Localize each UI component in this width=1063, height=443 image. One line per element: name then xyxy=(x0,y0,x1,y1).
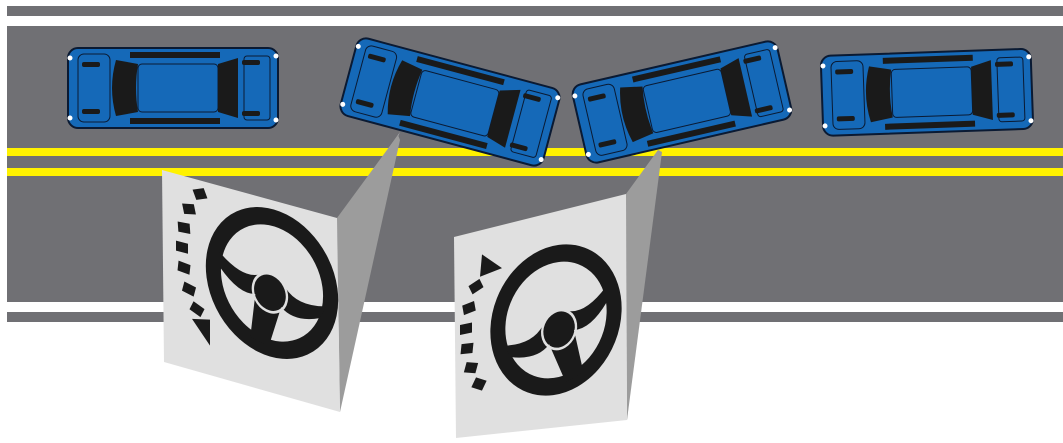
rotate-counter-clockwise-arrow-icon xyxy=(460,254,502,391)
rotate-clockwise-arrow-icon xyxy=(176,188,210,346)
car-4 xyxy=(819,47,1035,137)
panel-2-face xyxy=(454,194,627,438)
road-top-edge-stripe xyxy=(7,6,1063,16)
panel-1-side xyxy=(337,135,400,412)
car-1 xyxy=(66,47,280,129)
steering-panel-1 xyxy=(162,135,400,412)
center-line-lower xyxy=(7,168,1063,176)
steering-panel-2 xyxy=(454,150,662,438)
panel-2-side xyxy=(626,150,662,420)
